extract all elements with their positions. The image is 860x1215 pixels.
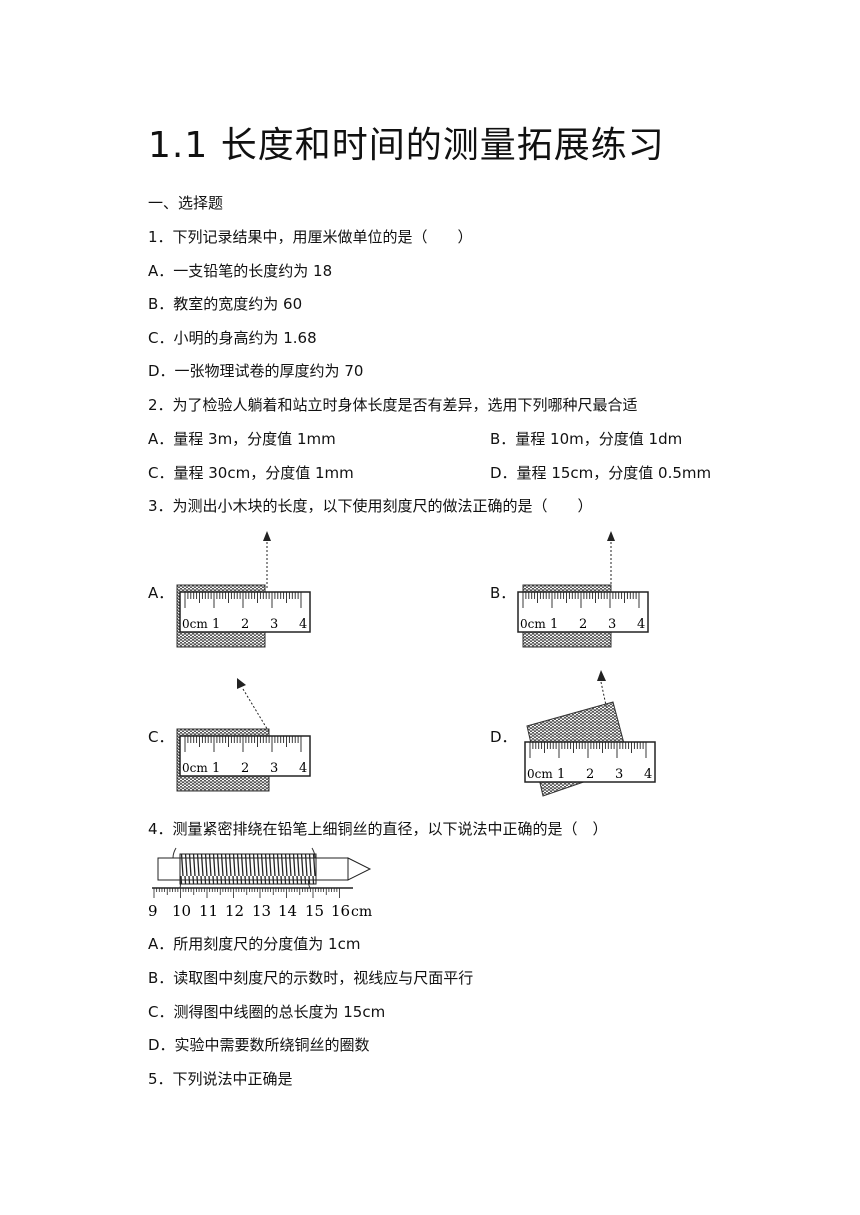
eye-icon bbox=[607, 531, 615, 541]
ruler bbox=[517, 591, 649, 633]
ruler-tick-label: 3 bbox=[615, 767, 623, 782]
ruler-tick-label: 3 bbox=[270, 761, 278, 776]
ruler-tick-label: 2 bbox=[586, 767, 594, 782]
ruler-tick-label: 4 bbox=[299, 761, 307, 776]
q2-option-b: B．量程 10m，分度值 1dm bbox=[490, 430, 683, 448]
q3-figure-c: 0cm 1 2 3 4 bbox=[176, 678, 311, 792]
ruler-tick-label: 1 bbox=[550, 617, 558, 632]
q1-option-b: B．教室的宽度约为 60 bbox=[148, 295, 303, 313]
ruler-tick-label: 13 bbox=[252, 902, 271, 920]
ruler-tick-label: 2 bbox=[241, 617, 249, 632]
ruler-tick-label: 1 bbox=[557, 767, 565, 782]
q2-option-a: A．量程 3m，分度值 1mm bbox=[148, 430, 336, 448]
q4-figure-coil: 9 10 11 12 13 14 15 16 cm bbox=[148, 847, 372, 920]
eye-icon bbox=[597, 670, 606, 681]
page-title: 1.1 长度和时间的测量拓展练习 bbox=[148, 125, 665, 166]
q1-option-d: D．一张物理试卷的厚度约为 70 bbox=[148, 362, 364, 380]
copper-coil bbox=[179, 853, 317, 885]
ruler-tick-label: 11 bbox=[199, 902, 218, 920]
q2-option-c: C．量程 30cm，分度值 1mm bbox=[148, 464, 354, 482]
ruler bbox=[524, 741, 656, 783]
ruler-tick-label: 0cm bbox=[182, 761, 208, 775]
q3-stem: 3．为测出小木块的长度，以下使用刻度尺的做法正确的是（ ） bbox=[148, 497, 593, 515]
pencil-tip bbox=[347, 857, 372, 881]
ruler-tick-label: 0cm bbox=[527, 767, 553, 781]
q3-figure-d: 0cm 1 2 3 4 bbox=[524, 670, 656, 797]
q3-figure-a: 0cm 1 2 3 4 bbox=[176, 531, 311, 648]
q5-stem: 5．下列说法中正确是 bbox=[148, 1070, 293, 1088]
q4-option-b: B．读取图中刻度尺的示数时，视线应与尺面平行 bbox=[148, 969, 474, 987]
ruler-tick-label: 4 bbox=[299, 617, 307, 632]
ruler-tick-label: 3 bbox=[270, 617, 278, 632]
ruler-tick-label: 12 bbox=[225, 902, 244, 920]
q1-option-a: A．一支铅笔的长度约为 18 bbox=[148, 262, 333, 280]
q4-stem: 4．测量紧密排绕在铅笔上细铜丝的直径，以下说法中正确的是（ ） bbox=[148, 820, 608, 838]
q2-option-d: D．量程 15cm，分度值 0.5mm bbox=[490, 464, 712, 482]
ruler-tick-label: 4 bbox=[644, 767, 652, 782]
q4-option-d: D．实验中需要数所绕铜丝的圈数 bbox=[148, 1036, 370, 1054]
ruler-tick-label: 3 bbox=[608, 617, 616, 632]
ruler-tick-label: 15 bbox=[305, 902, 324, 920]
q1-stem: 1．下列记录结果中，用厘米做单位的是（ ） bbox=[148, 228, 473, 246]
q3-label-d: D． bbox=[490, 728, 517, 746]
ruler-tick-label: 9 bbox=[148, 902, 158, 920]
q3-label-b: B． bbox=[490, 584, 516, 602]
q1-option-c: C．小明的身高约为 1.68 bbox=[148, 329, 317, 347]
q4-option-c: C．测得图中线圈的总长度为 15cm bbox=[148, 1003, 386, 1021]
ruler-tick-label: 0cm bbox=[182, 617, 208, 631]
section-heading: 一、选择题 bbox=[148, 194, 224, 212]
ruler-tick-label: 1 bbox=[212, 617, 220, 632]
q2-stem: 2．为了检验人躺着和站立时身体长度是否有差异，选用下列哪种尺最合适 bbox=[148, 396, 638, 414]
ruler-tick-label: 10 bbox=[172, 902, 191, 920]
q3-label-a: A． bbox=[148, 584, 174, 602]
ruler-tick-label: 2 bbox=[241, 761, 249, 776]
ruler bbox=[179, 591, 311, 633]
eye-icon bbox=[237, 678, 246, 689]
ruler-tick-label: 2 bbox=[579, 617, 587, 632]
ruler-tick-label: 0cm bbox=[520, 617, 546, 631]
ruler-unit-label: cm bbox=[351, 904, 372, 920]
ruler-tick-label: 1 bbox=[212, 761, 220, 776]
ruler-tick-label: 16 bbox=[331, 902, 350, 920]
q3-label-c: C． bbox=[148, 728, 174, 746]
eye-icon bbox=[263, 531, 271, 541]
sight-line bbox=[600, 681, 608, 711]
ruler-tick-label: 4 bbox=[637, 617, 645, 632]
sight-line bbox=[242, 688, 270, 733]
ruler-tick-label: 14 bbox=[278, 902, 297, 920]
q3-figure-b: 0cm 1 2 3 4 bbox=[517, 531, 649, 648]
ruler bbox=[179, 735, 311, 777]
q4-option-a: A．所用刻度尺的分度值为 1cm bbox=[148, 935, 361, 953]
